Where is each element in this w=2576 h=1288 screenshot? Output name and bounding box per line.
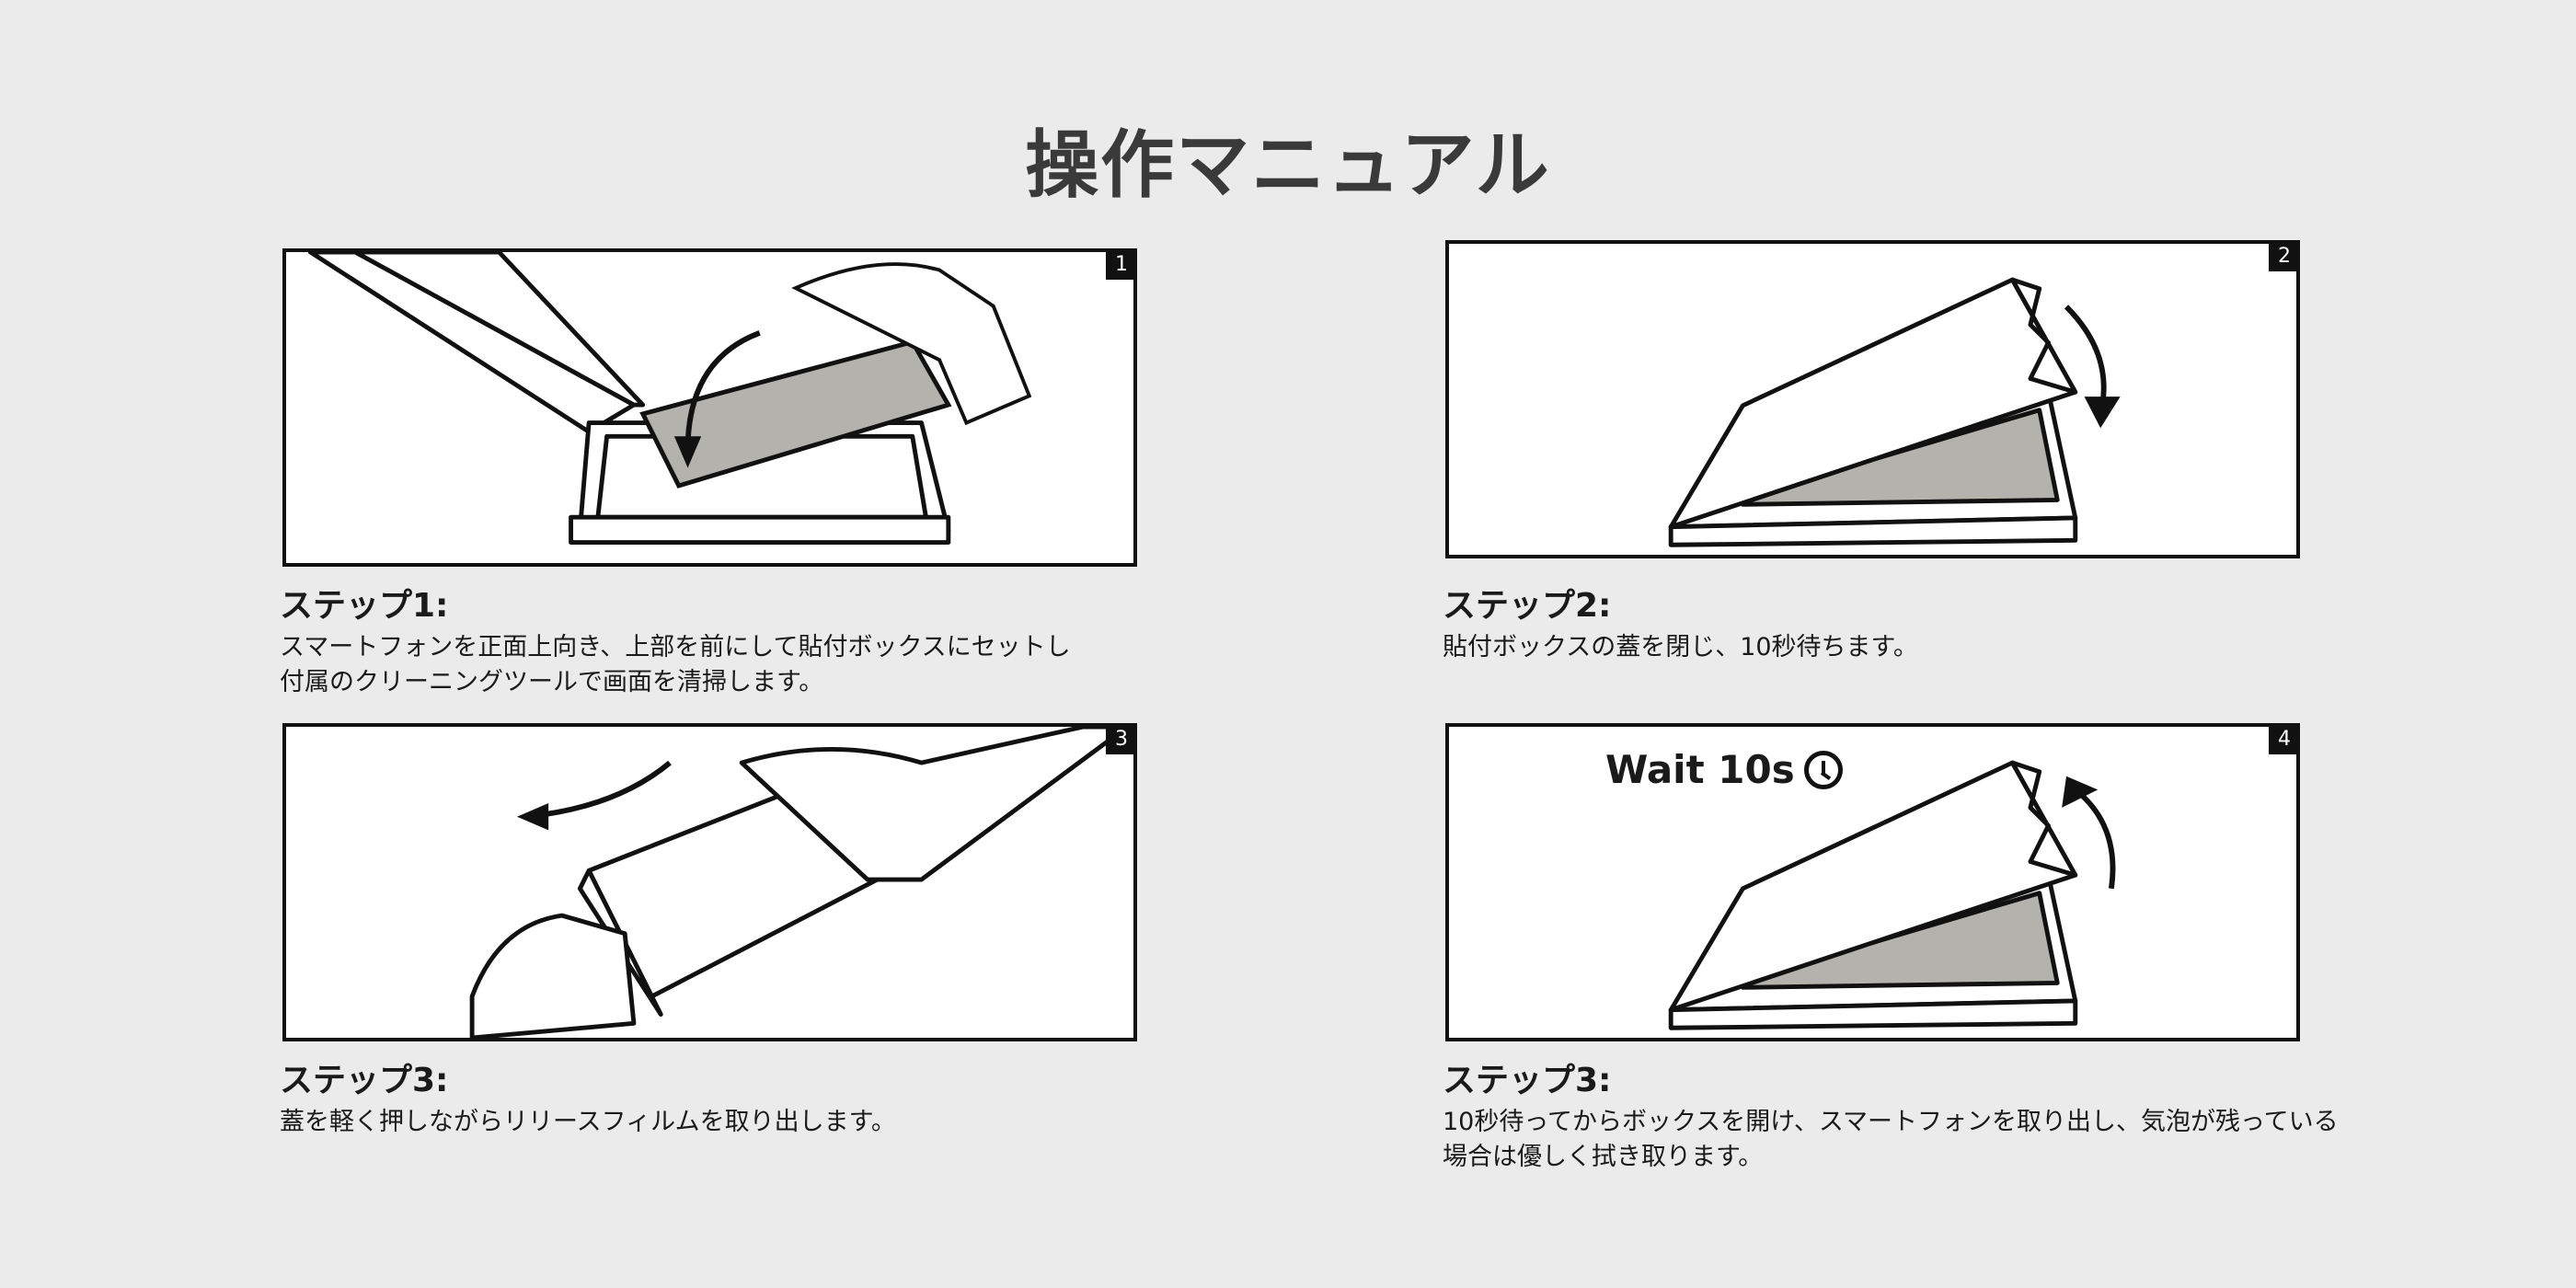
- step-1-text: ステップ1: スマートフォンを正面上向き、上部を前にして貼付ボックスにセットし付…: [280, 586, 1071, 700]
- clock-icon: [1803, 750, 1843, 789]
- closing-lid-illustration: [1668, 277, 2121, 547]
- step-badge: 1: [1106, 248, 1137, 280]
- step-4-illustration: Wait 10s 4: [1445, 723, 2300, 1041]
- step-description-line: スマートフォンを正面上向き、上部を前にして貼付ボックスにセットし: [280, 633, 1071, 661]
- open-box-illustration: [1668, 760, 2116, 1030]
- step-description-line: 10秒待ってからボックスを開け、スマートフォンを取り出し、気泡が残っている: [1443, 1108, 2339, 1136]
- step-description-line: 場合は優しく拭き取ります。: [1443, 1143, 1764, 1171]
- wait-label: Wait 10s: [1605, 747, 1843, 792]
- page-title: 操作マニュアル: [1025, 122, 1551, 208]
- step-3-text: ステップ3: 蓋を軽く押しながらリリースフィルムを取り出します。: [280, 1061, 896, 1140]
- step-badge: 4: [2269, 723, 2300, 754]
- step-badge: 3: [1106, 723, 1137, 754]
- step-3-illustration: 3: [282, 723, 1137, 1041]
- step-heading: ステップ3:: [280, 1062, 449, 1099]
- phone-in-box-illustration: [307, 252, 1032, 545]
- step-description-line: 貼付ボックスの蓋を閉じ、10秒待ちます。: [1443, 633, 1918, 661]
- step-heading: ステップ3:: [1443, 1062, 1612, 1099]
- step-4-text: ステップ3: 10秒待ってからボックスを開け、スマートフォンを取り出し、気泡が残…: [1443, 1061, 2339, 1175]
- wait-text: Wait 10s: [1605, 747, 1795, 792]
- step-2-text: ステップ2: 貼付ボックスの蓋を閉じ、10秒待ちます。: [1443, 586, 1918, 665]
- step-badge: 2: [2269, 240, 2300, 271]
- step-description-line: 付属のクリーニングツールで画面を清掃します。: [280, 668, 824, 696]
- step-1-illustration: 1: [282, 248, 1137, 567]
- step-description-line: 蓋を軽く押しながらリリースフィルムを取り出します。: [280, 1108, 896, 1136]
- remove-film-illustration: [469, 727, 1130, 1038]
- step-2-illustration: 2: [1445, 240, 2300, 558]
- step-heading: ステップ2:: [1443, 587, 1612, 625]
- step-heading: ステップ1:: [280, 587, 449, 625]
